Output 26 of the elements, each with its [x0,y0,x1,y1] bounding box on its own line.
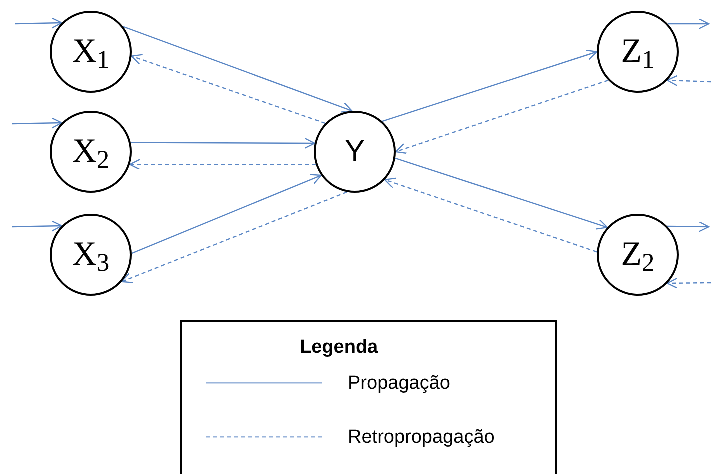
node-label: X$_{2}$ [72,135,110,169]
legend-title: Legenda [300,336,378,360]
arrow [666,75,711,86]
arrow [121,192,348,284]
arrow [130,138,316,150]
arrow [14,18,63,29]
arrow [668,18,710,30]
node-label: Z$_{1}$ [621,35,655,69]
legend-text: Retropropagação [348,426,495,450]
arrow [132,174,322,254]
arrow [12,118,63,129]
arrow [667,221,710,232]
node-label: X$_{1}$ [72,35,110,69]
arrow [384,178,598,253]
legend-text: Propagação [348,372,450,396]
arrow [131,54,326,124]
arrow [395,80,609,154]
arrow [395,158,608,230]
node-label: Z$_{2}$ [621,238,655,272]
arrow [12,220,63,232]
arrow [129,159,316,170]
node-label: Y [344,137,365,167]
arrow [382,50,598,122]
node-label: X$_{3}$ [72,238,110,272]
arrow [666,278,711,289]
arrow [123,26,353,113]
